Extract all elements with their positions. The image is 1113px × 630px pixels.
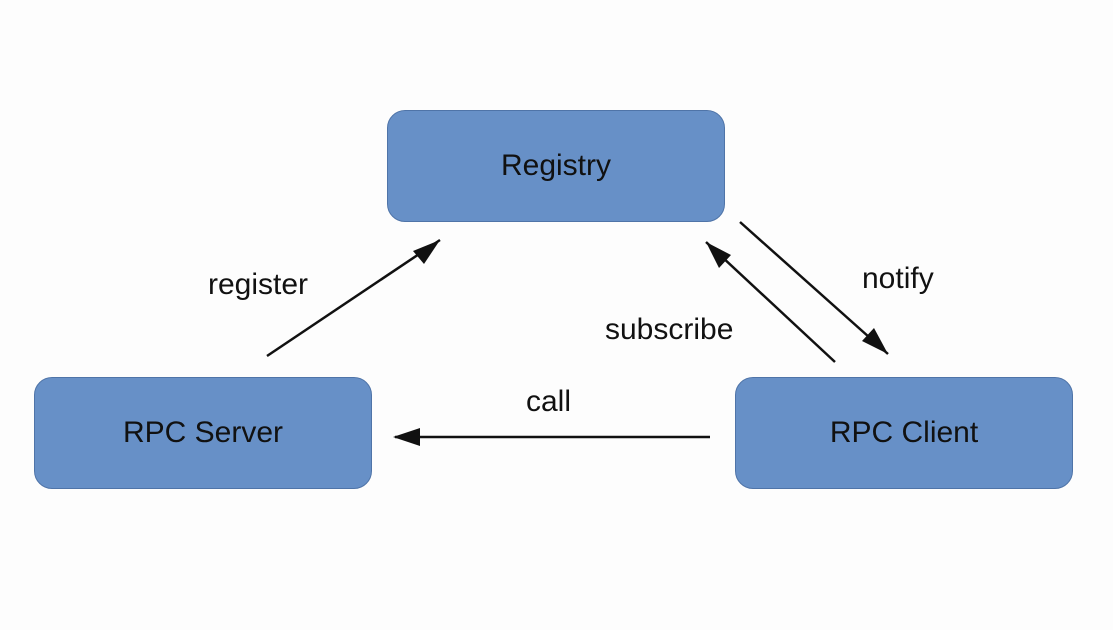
subscribe-label: subscribe (605, 313, 734, 346)
notify-arrow (739, 221, 889, 355)
register-arrowhead (413, 240, 440, 264)
rpc-server-node-label: RPC Server (122, 416, 284, 449)
rpc-server-node: RPC Server (34, 377, 372, 489)
rpc-client-node: RPC Client (735, 377, 1073, 489)
register-label: register (208, 268, 309, 301)
subscribe-arrow (705, 241, 836, 363)
registry-node: Registry (387, 110, 725, 222)
notify-label: notify (862, 262, 934, 295)
subscribe-arrowhead (706, 242, 731, 268)
rpc-client-node-label: RPC Client (829, 416, 979, 449)
register-arrow (266, 238, 441, 358)
call-arrowhead (393, 428, 420, 446)
call-label: call (526, 385, 572, 418)
registry-node-label: Registry (500, 149, 612, 182)
notify-arrowhead (862, 328, 888, 354)
